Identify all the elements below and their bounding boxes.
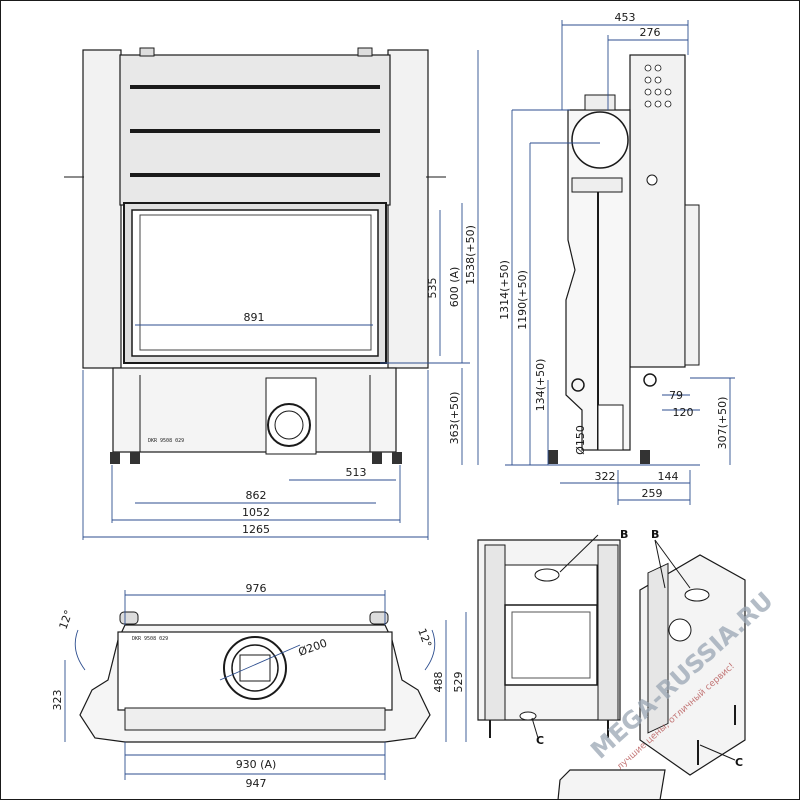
iso-view-front: [477, 534, 621, 739]
dim-inlet-height: 134(+50): [534, 359, 547, 412]
callout-b-side: B: [651, 528, 659, 541]
dim-depth-529: 529: [452, 672, 465, 693]
dim-flue-height: 1314(+50): [498, 260, 511, 320]
dim-depth-322: 322: [595, 470, 616, 483]
dim-offset-120: 120: [673, 406, 694, 419]
dim-depth-144: 144: [658, 470, 679, 483]
dim-door-base-height: 307(+50): [716, 397, 729, 450]
front-view: DKR 9508 029 891 535 600 (A) 1538(+50) 3…: [64, 47, 479, 540]
side-view: 453 276 1314(+50) 1190(+50) 134(+50) Ø15…: [498, 11, 735, 505]
dim-base-height: 363(+50): [448, 392, 461, 445]
dim-total-width: 1265: [242, 523, 270, 536]
dim-body-depth: 276: [640, 26, 661, 39]
dim-door-height: 600 (A): [448, 267, 461, 308]
dim-depth-259: 259: [642, 487, 663, 500]
dim-offset-79: 79: [669, 389, 683, 402]
iso-view-side: [639, 539, 746, 776]
dim-inlet-diameter: Ø150: [574, 425, 587, 455]
dim-legs-width: 862: [246, 489, 267, 502]
dim-flue-offset: 513: [346, 466, 367, 479]
dim-front-width: 947: [246, 777, 267, 790]
dim-side-depth: 323: [51, 690, 64, 711]
dim-angle-right: 12°: [415, 627, 434, 650]
dim-total-height: 1538(+50): [464, 225, 477, 285]
callout-c-front: C: [536, 734, 544, 747]
front-plate-text: DKR 9508 029: [148, 438, 184, 444]
dim-glass-height: 535: [426, 278, 439, 299]
dim-glass-width: 891: [244, 311, 265, 324]
dim-flue-height-alt: 1190(+50): [516, 270, 529, 330]
callout-c-side: C: [735, 756, 743, 769]
dim-depth-488: 488: [432, 672, 445, 693]
callout-b-front: B: [620, 528, 628, 541]
dim-door-width: 930 (A): [236, 758, 277, 771]
dim-top-width: 976: [246, 582, 267, 595]
dim-base-width: 1052: [242, 506, 270, 519]
partial-bottom-view: [557, 769, 666, 800]
top-plate-text: DKR 9508 029: [132, 636, 168, 642]
dim-angle-left: 12°: [57, 608, 76, 631]
top-view: DKR 9508 029 976 Ø200 488 529 323 930 (A…: [51, 582, 467, 790]
dim-total-depth: 453: [615, 11, 636, 24]
